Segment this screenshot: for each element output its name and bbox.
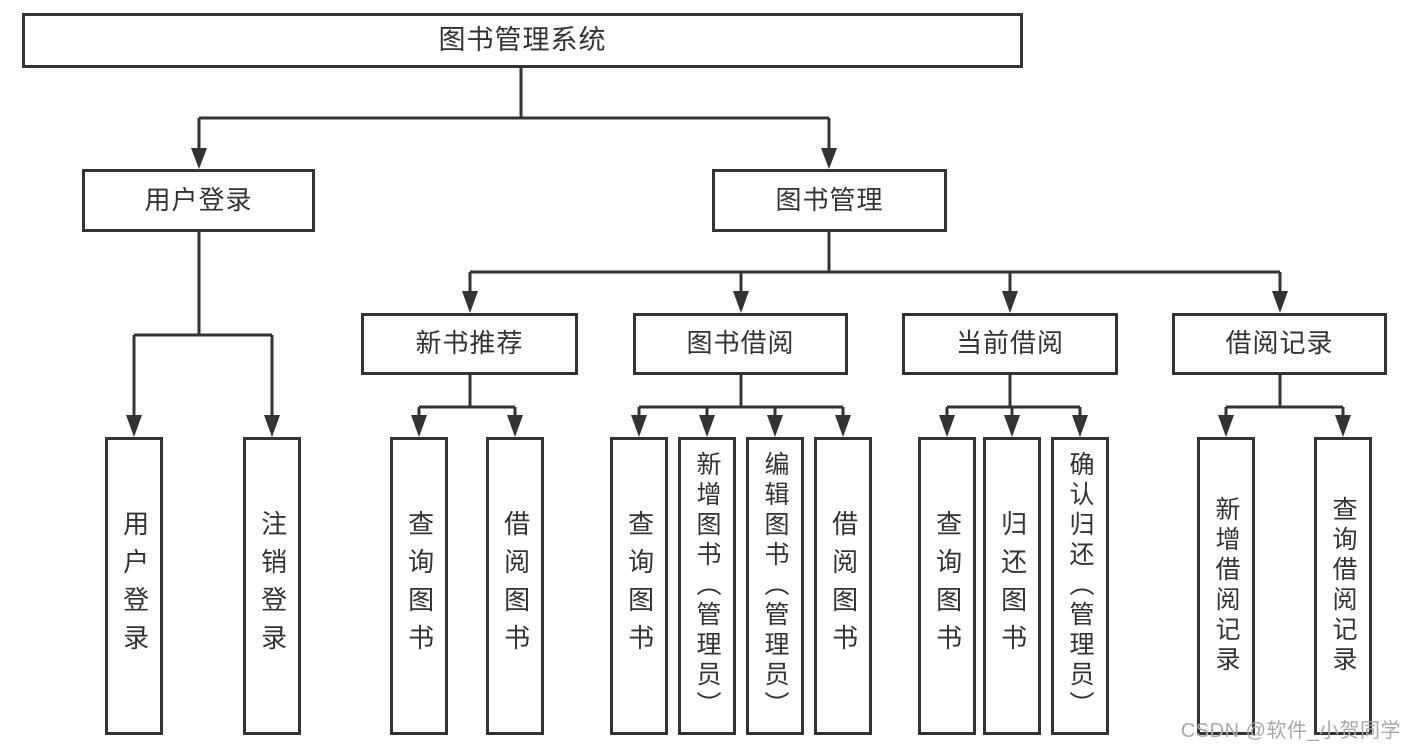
- leaf-user-login: 用户登录: [105, 437, 163, 735]
- leaf-edit-books-admin: 编辑图书（管理员）: [746, 437, 804, 735]
- node-current-borrow: 当前借阅: [902, 313, 1118, 375]
- leaf-query-borrow-record: 查询借阅记录: [1314, 437, 1372, 735]
- leaf-logout: 注销登录: [243, 437, 301, 735]
- leaf-add-borrow-record: 新增借阅记录: [1197, 437, 1255, 735]
- node-book-management: 图书管理: [712, 169, 947, 232]
- connector-book-mgmt-to-level3: [462, 232, 1288, 313]
- leaf-query-books-1: 查询图书: [390, 437, 448, 735]
- leaf-add-books-admin: 新增图书（管理员）: [678, 437, 736, 735]
- leaf-confirm-return-admin: 确认归还（管理员）: [1051, 437, 1109, 735]
- node-borrow-records: 借阅记录: [1172, 313, 1387, 375]
- connector-book-borrow-to-leaves: [631, 375, 851, 437]
- leaf-query-books-3: 查询图书: [918, 437, 976, 735]
- leaf-return-books: 归还图书: [983, 437, 1041, 735]
- connector-borrow-records-to-leaves: [1218, 375, 1351, 437]
- node-new-book-recommend: 新书推荐: [361, 313, 578, 375]
- csdn-watermark: CSDN @软件_小贺同学: [1180, 720, 1401, 742]
- leaf-query-books-2: 查询图书: [610, 437, 668, 735]
- connector-new-book-to-leaves: [411, 375, 523, 437]
- node-user-login: 用户登录: [82, 169, 315, 232]
- connector-root-to-level2: [191, 68, 837, 169]
- leaf-borrow-books-2: 借阅图书: [814, 437, 872, 735]
- connector-current-borrow-to-leaves: [939, 375, 1088, 437]
- node-book-borrow: 图书借阅: [633, 313, 848, 375]
- connector-user-login-to-leaves: [126, 232, 280, 437]
- leaf-borrow-books-1: 借阅图书: [486, 437, 544, 735]
- node-root-system: 图书管理系统: [22, 13, 1023, 68]
